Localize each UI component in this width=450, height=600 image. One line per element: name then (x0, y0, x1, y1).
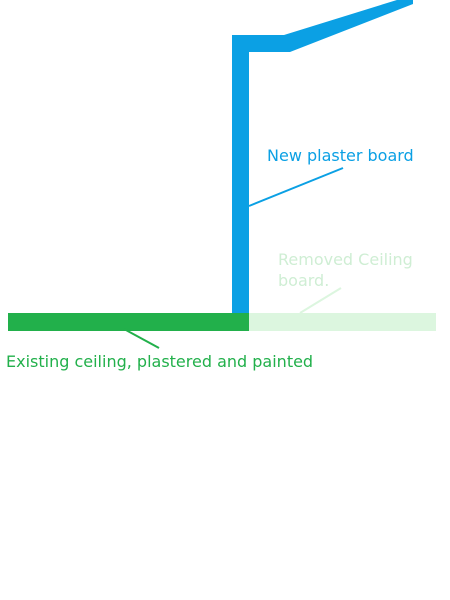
label-removed-ceiling-line1: Removed Ceiling (278, 250, 413, 269)
leader-line-new-plaster-board (248, 167, 344, 207)
leader-line-existing-ceiling (123, 328, 160, 349)
removed-ceiling-board (249, 313, 436, 331)
label-new-plaster-board: New plaster board (267, 146, 414, 165)
leader-line-removed-ceiling (299, 287, 342, 314)
existing-ceiling (8, 313, 249, 331)
label-removed-ceiling-line2: board. (278, 271, 329, 290)
label-existing-ceiling: Existing ceiling, plastered and painted (6, 352, 313, 371)
